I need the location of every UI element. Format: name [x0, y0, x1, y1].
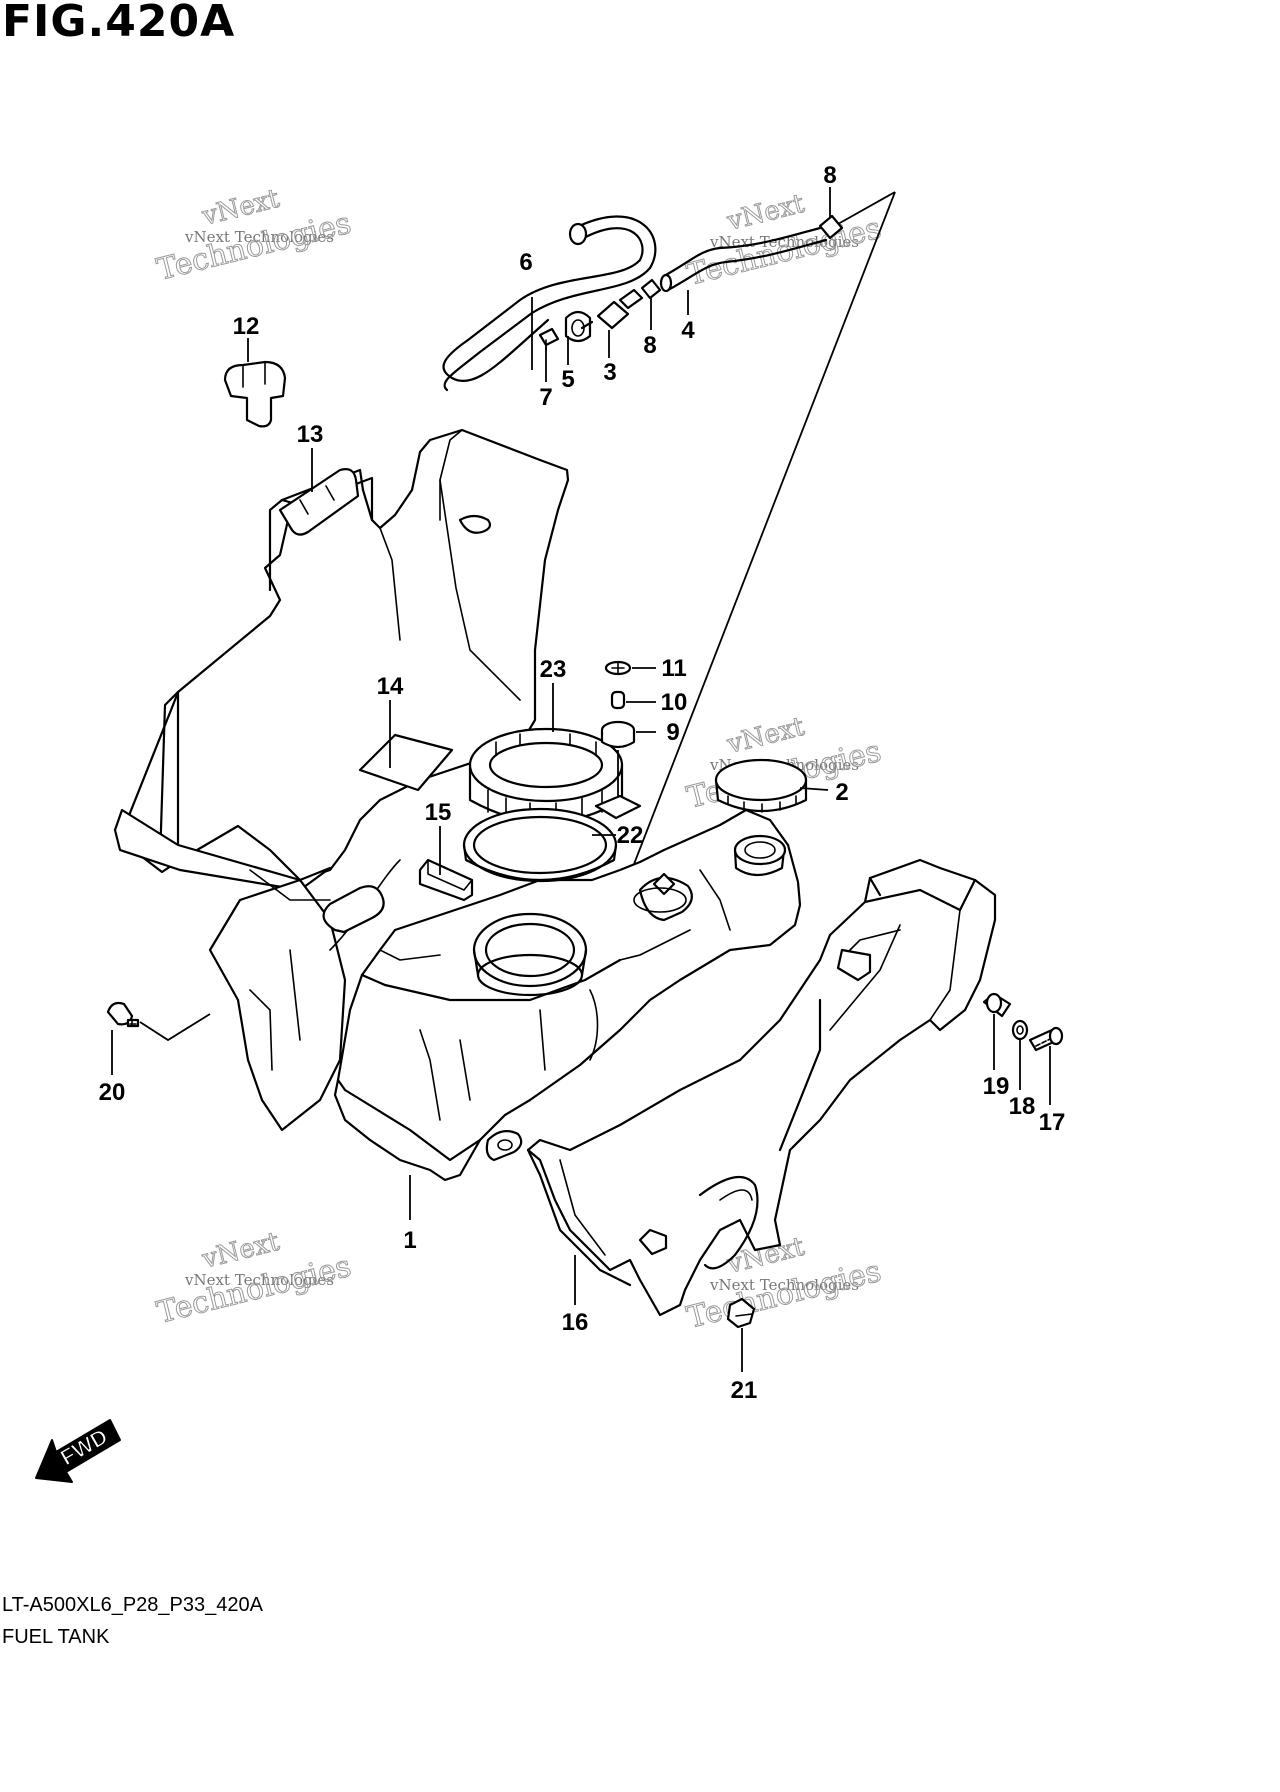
part-20-leader-to-cover — [139, 1013, 211, 1042]
callout-12: 12 — [233, 313, 260, 340]
watermark-text-vnext: vNext — [723, 189, 807, 237]
callout-1: 1 — [403, 1227, 416, 1254]
callout-5: 5 — [561, 366, 574, 393]
drawing-name: FUEL TANK — [2, 1626, 110, 1648]
part-2-fuel-cap — [714, 758, 808, 813]
callout-11: 11 — [661, 655, 686, 682]
part-10-collar — [610, 690, 626, 710]
part-21-grommet — [726, 1297, 756, 1329]
watermark-text-vnext: vNext — [723, 712, 807, 760]
callout-6: 6 — [519, 249, 532, 276]
callout-23: 23 — [540, 656, 567, 683]
part-3-valve — [580, 288, 644, 330]
callout-2: 2 — [835, 779, 848, 806]
callout-22: 22 — [617, 822, 644, 849]
fwd-arrow-icon: FWD — [35, 1419, 121, 1483]
callout-8-lower: 8 — [643, 332, 656, 359]
watermark-bottom-left: vNext Technologies vNext Technologies — [153, 1226, 355, 1331]
callout-13: 13 — [297, 421, 324, 448]
part-16-side-cover — [526, 858, 997, 1317]
callout-3: 3 — [603, 359, 616, 386]
drawing-code: LT-A500XL6_P28_P33_420A — [2, 1594, 263, 1616]
hose-end — [568, 222, 588, 246]
part-1-fuel-tank — [333, 808, 802, 1182]
callout-7: 7 — [539, 384, 552, 411]
callout-19: 19 — [983, 1073, 1010, 1100]
part-17-bolt — [1028, 1026, 1064, 1052]
tank-bracket-plate — [594, 794, 642, 820]
part-9-cushion — [600, 720, 636, 749]
watermark-text-small: vNext Technologies — [184, 1271, 334, 1289]
part-8-clamp-upper — [818, 214, 844, 240]
figure-title: FIG.420A — [2, 0, 236, 47]
callout-20: 20 — [99, 1079, 126, 1106]
part-12-bracket — [223, 360, 287, 428]
part-11-screw — [604, 660, 632, 676]
part-14-label — [358, 733, 454, 792]
part-18-washer — [1011, 1019, 1029, 1041]
part-15-pad — [418, 858, 474, 902]
callout-16: 16 — [562, 1309, 589, 1336]
part-13-tank-cover — [113, 428, 570, 1132]
watermark-top-right: vNext Technologies vNext Technologies — [683, 188, 885, 293]
part-19-collar — [982, 992, 1012, 1018]
callout-21: 21 — [731, 1377, 758, 1404]
callout-4: 4 — [681, 317, 695, 344]
part-6-hose — [442, 215, 657, 392]
part-20-bolt — [106, 1001, 140, 1028]
callout-17: 17 — [1039, 1109, 1066, 1136]
callout-8-upper: 8 — [823, 162, 836, 189]
callout-15: 15 — [425, 799, 452, 826]
callout-14: 14 — [377, 673, 404, 700]
part-7-clamp — [538, 327, 560, 351]
watermark-text-small: vNext Technologies — [184, 228, 334, 246]
callout-10: 10 — [661, 689, 688, 716]
assembly-leader-top — [837, 191, 896, 225]
assembly-leader-line — [621, 191, 896, 896]
part-22-gasket — [462, 807, 618, 883]
callout-18: 18 — [1009, 1093, 1036, 1120]
leader-2 — [799, 787, 829, 791]
watermark-text-small: vNext Technologies — [709, 1276, 859, 1294]
part-4-hose — [659, 226, 828, 293]
callout-9: 9 — [666, 719, 679, 746]
watermark-top-left: vNext Technologies vNext Technologies — [153, 183, 355, 288]
part-8-clamp-lower — [640, 278, 662, 300]
watermark-bottom-right: vNext Technologies vNext Technologies — [683, 1231, 885, 1336]
